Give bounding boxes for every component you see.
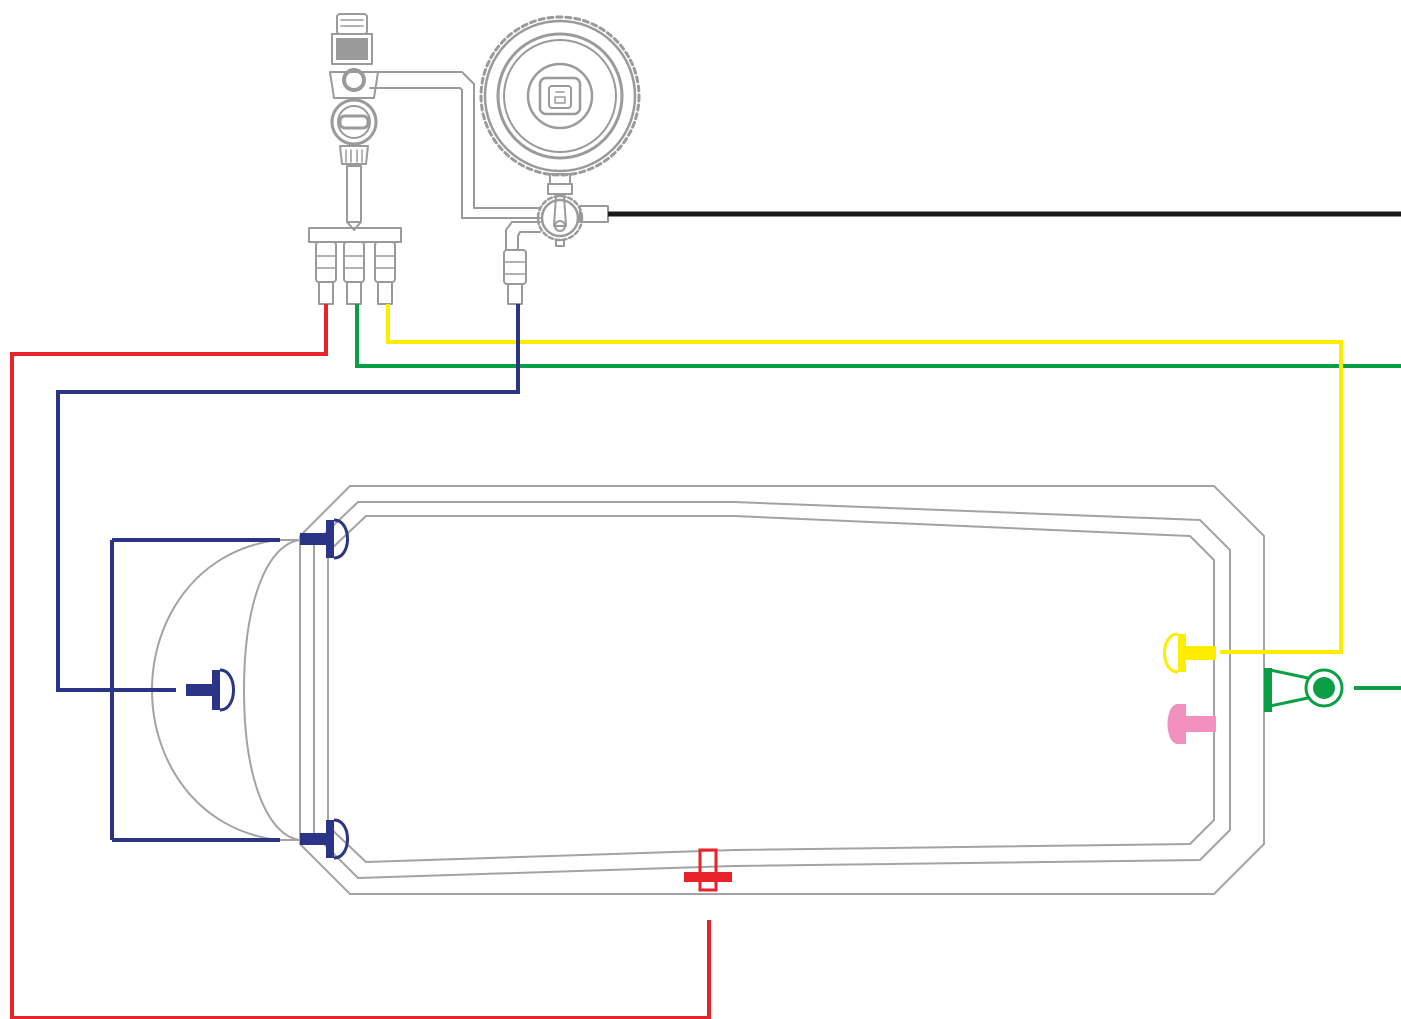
yellow-return-line bbox=[386, 304, 1343, 654]
pipes-group bbox=[10, 211, 1401, 1019]
multiport-valve-icon bbox=[536, 173, 609, 247]
return-valve bbox=[503, 249, 527, 305]
pump-icon bbox=[329, 13, 379, 231]
pump-filter-pipe bbox=[369, 71, 541, 219]
manifold-valve-3 bbox=[374, 241, 396, 305]
floor-drain-icon bbox=[684, 848, 732, 892]
suction-manifold bbox=[308, 227, 402, 305]
inlet-nozzle-icon bbox=[300, 818, 349, 860]
return-pipe bbox=[503, 221, 541, 305]
suction-outlet-icon bbox=[1264, 668, 1344, 712]
equipment-group bbox=[151, 13, 1265, 895]
return-nozzle-icon bbox=[1163, 632, 1216, 674]
manifold-valve-2 bbox=[343, 241, 365, 305]
blue-branch-line bbox=[110, 538, 280, 842]
inlet-nozzle-icon bbox=[300, 518, 349, 560]
fittings-group bbox=[186, 518, 1344, 892]
green-suction-line bbox=[355, 304, 1401, 368]
inlet-nozzle-icon bbox=[186, 668, 235, 712]
manifold-valve-1 bbox=[315, 241, 337, 305]
sand-filter-icon bbox=[479, 15, 641, 177]
blue-return-line bbox=[56, 304, 520, 692]
red-drain-line bbox=[10, 304, 711, 1019]
pool-outline-icon bbox=[299, 485, 1265, 895]
spare-nozzle-icon bbox=[1167, 704, 1216, 744]
